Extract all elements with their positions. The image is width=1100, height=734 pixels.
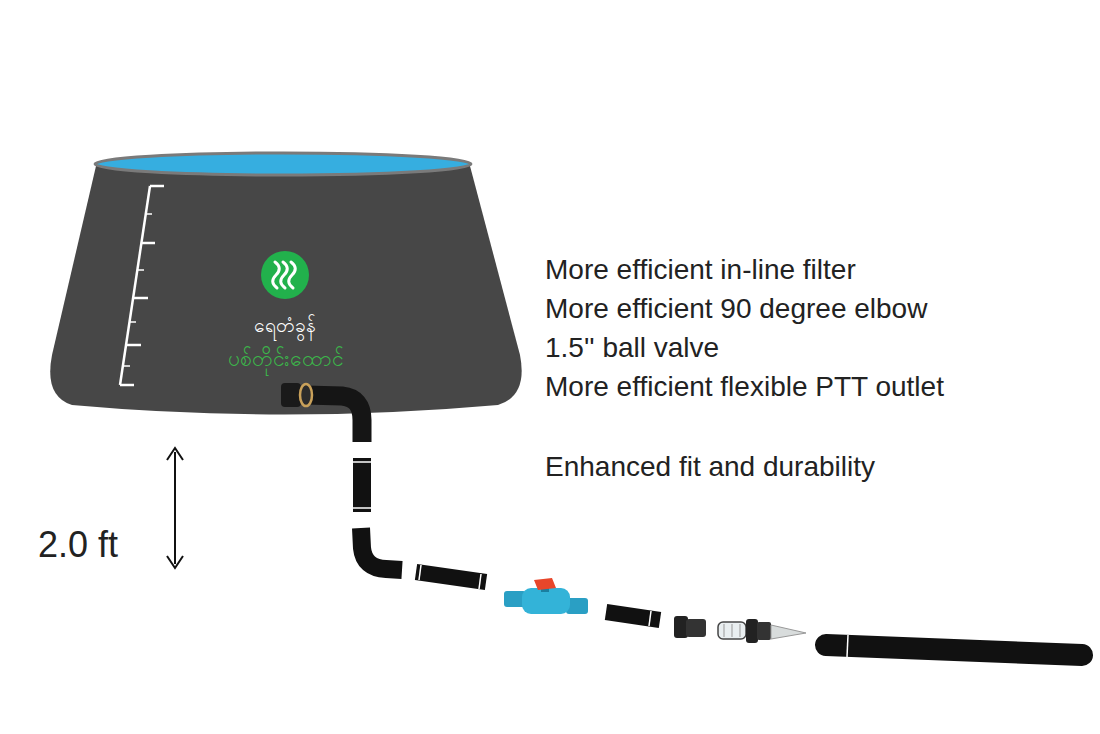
reducer-fitting [674, 616, 706, 638]
brand-logo [261, 251, 309, 299]
pipe-ring [479, 574, 481, 589]
water-surface [95, 153, 471, 175]
feature-note: More efficient flexible PTT outlet [545, 371, 944, 403]
feature-note: More efficient in-line filter [545, 254, 856, 286]
feature-note: 1.5'' ball valve [545, 332, 719, 364]
pipe-ring [649, 611, 651, 626]
tank-body [50, 166, 521, 415]
height-dimension-arrow [167, 448, 183, 568]
pipe-segment [606, 612, 660, 620]
pipe-ring [353, 507, 371, 509]
tank-shape [45, 150, 535, 450]
feature-note: More efficient 90 degree elbow [545, 293, 927, 325]
inline-filter [718, 619, 806, 643]
pipe-segment [416, 572, 486, 582]
ball-valve [504, 578, 588, 614]
height-dimension: 2.0 ft [38, 524, 118, 566]
level-scale [120, 186, 164, 385]
pipe-ring [353, 461, 371, 463]
feature-note: Enhanced fit and durability [545, 451, 875, 483]
brand-name: ရေတံခွန် [254, 313, 316, 341]
pipe-ring [847, 635, 848, 657]
pipe-segment [353, 458, 371, 512]
flexible-outlet-pipe [826, 645, 1082, 655]
pipe-ring [419, 565, 421, 580]
water-tank: ရေတံခွန်ပစ်တိုင်းထောင် [45, 150, 535, 450]
tank-outlet [281, 383, 362, 442]
brand-name: ပစ်တိုင်းထောင် [228, 345, 343, 376]
elbow-fitting [361, 528, 402, 570]
